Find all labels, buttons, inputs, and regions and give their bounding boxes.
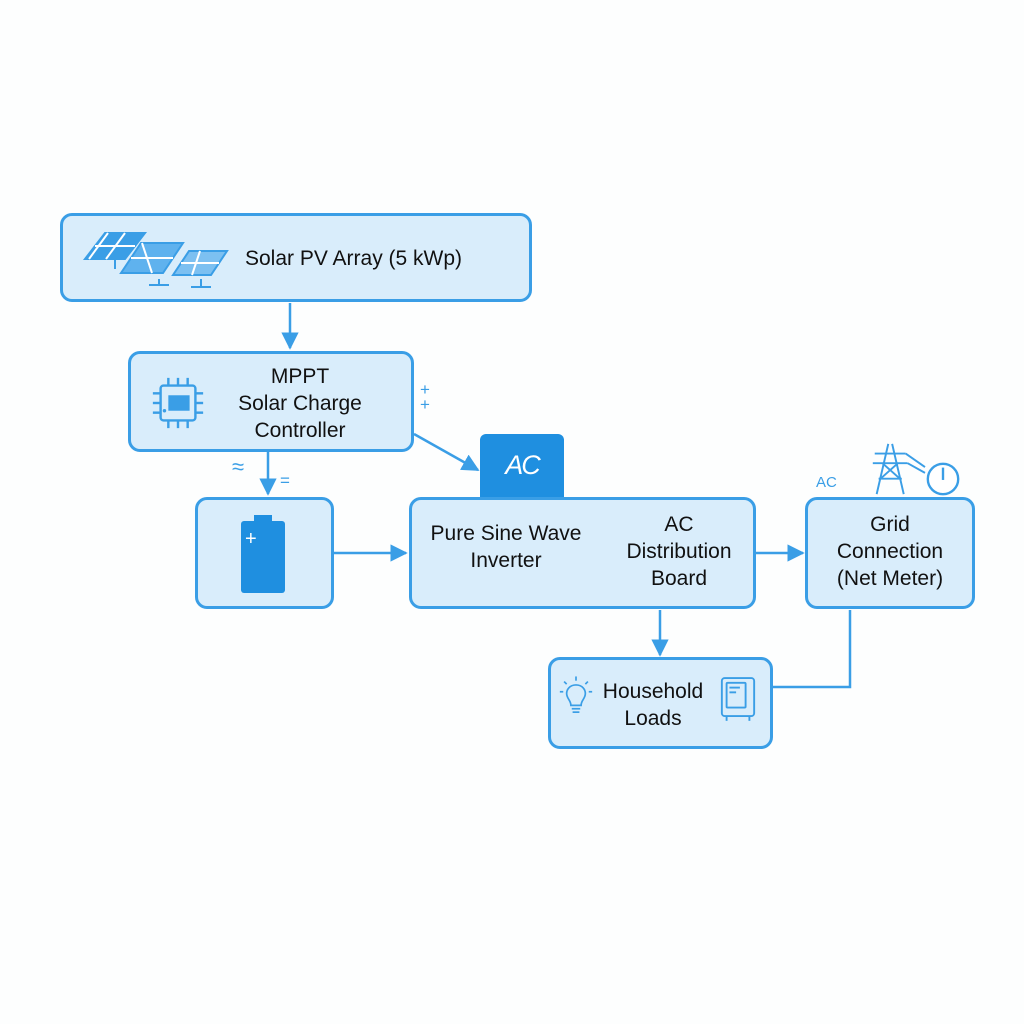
- meter-icon: [926, 462, 960, 496]
- battery-icon: [241, 515, 285, 593]
- controller-plus-mark-2: +: [420, 395, 430, 414]
- ac-board-label: AC Distribution Board: [614, 511, 744, 592]
- ac-board-line-3: Board: [650, 567, 708, 590]
- line-grid-to-loads: [773, 610, 852, 689]
- grid-line-1: Grid: [870, 513, 910, 536]
- light-bulb-icon: [559, 676, 593, 713]
- ac-wave-mark: ≈: [232, 454, 245, 479]
- grid-line-2: Connection: [836, 540, 944, 563]
- ac-board-line-1: AC: [664, 513, 694, 536]
- loads-line-1: Household: [602, 680, 704, 703]
- charge-controller-line-1: MPPT: [270, 365, 330, 388]
- grid-line-3: (Net Meter): [836, 567, 944, 590]
- battery-plus-mark: +: [245, 528, 257, 550]
- loads-line-2: Loads: [624, 707, 682, 730]
- grid-ac-mark: AC: [816, 474, 837, 491]
- charge-controller-line-3: Controller: [254, 419, 346, 442]
- charge-controller-label: MPPT Solar Charge Controller: [215, 363, 385, 444]
- grid-connection-box[interactable]: Grid Connection (Net Meter): [805, 497, 975, 609]
- pv-array-label: Solar PV Array (5 kWp): [245, 247, 463, 270]
- inverter-board-box[interactable]: Pure Sine Wave Inverter AC Distribution …: [409, 497, 756, 609]
- inverter-ac-badge: AC: [480, 434, 564, 497]
- controller-plus-mark-1: +: [420, 380, 430, 399]
- household-loads-box[interactable]: Household Loads: [548, 657, 773, 749]
- inverter-line-2: Inverter: [470, 549, 542, 572]
- grid-label: Grid Connection (Net Meter): [808, 511, 972, 592]
- charge-controller-box[interactable]: MPPT Solar Charge Controller: [128, 351, 414, 452]
- appliance-icon: [720, 677, 756, 721]
- solar-panels-icon: [82, 232, 229, 288]
- inverter-label: Pure Sine Wave Inverter: [426, 520, 586, 574]
- charge-controller-line-2: Solar Charge: [238, 392, 362, 415]
- loads-label: Household Loads: [591, 678, 715, 732]
- ac-board-line-2: Distribution: [626, 540, 732, 563]
- chip-icon: [152, 377, 204, 429]
- arrow-controller-to-inverter: [413, 432, 480, 472]
- inverter-line-1: Pure Sine Wave: [430, 522, 582, 545]
- transmission-tower-icon: [872, 443, 926, 495]
- battery-box[interactable]: +: [195, 497, 334, 609]
- dc-equals-mark: =: [280, 471, 290, 490]
- pv-array-box[interactable]: Solar PV Array (5 kWp): [60, 213, 532, 302]
